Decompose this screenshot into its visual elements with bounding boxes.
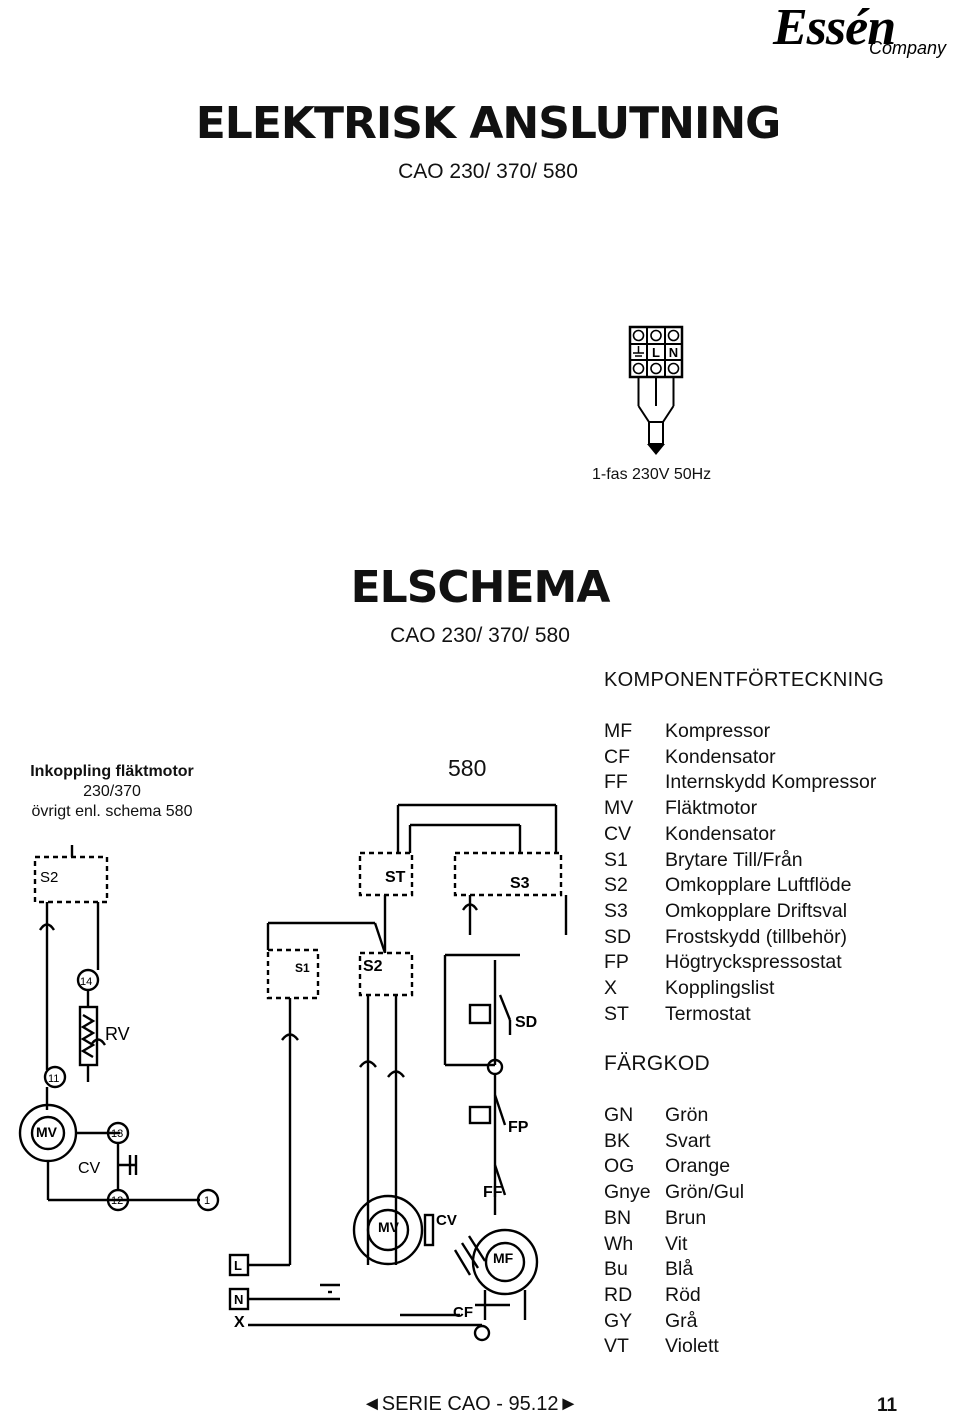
- svg-text:RV: RV: [105, 1024, 130, 1044]
- svg-text:MV: MV: [36, 1124, 58, 1140]
- company-logo: Essén Company: [773, 0, 948, 64]
- colorcode-header: FÄRGKOD: [604, 1052, 710, 1075]
- note-line-3: övrigt enl. schema 580: [31, 803, 193, 820]
- terminal-n-label: N: [669, 345, 678, 360]
- model-label: 580: [448, 755, 487, 781]
- svg-text:S2: S2: [40, 869, 58, 886]
- svg-text:L: L: [234, 1258, 242, 1273]
- logo-sub-text: Company: [868, 38, 946, 58]
- svg-text:12: 12: [111, 1195, 123, 1207]
- arrow-left-icon: ◄: [362, 1393, 382, 1415]
- schema-subtitle: CAO 230/ 370/ 580: [390, 624, 570, 647]
- svg-text:S3: S3: [510, 875, 530, 892]
- svg-text:MV: MV: [378, 1219, 400, 1235]
- note-line-2: 230/370: [83, 783, 141, 800]
- components-header: KOMPONENTFÖRTECKNING: [604, 669, 885, 691]
- page-title: ELEKTRISK ANSLUTNING: [195, 98, 782, 149]
- svg-text:13: 13: [111, 1128, 123, 1140]
- svg-text:14: 14: [80, 976, 92, 988]
- terminal-block-diagram: L N: [628, 325, 684, 455]
- svg-text:11: 11: [48, 1073, 59, 1085]
- svg-text:S1: S1: [295, 961, 310, 975]
- footer-series-text: SERIE CAO - 95.12: [381, 1393, 559, 1415]
- page-number: 11: [877, 1395, 898, 1416]
- svg-text:ST: ST: [385, 869, 406, 886]
- svg-text:SD: SD: [515, 1014, 537, 1031]
- logo-main-text: Essén: [773, 0, 896, 56]
- svg-text:CV: CV: [78, 1160, 101, 1177]
- arrow-right-icon: ►: [558, 1393, 579, 1415]
- footer-series: ◄SERIE CAO - 95.12►: [362, 1393, 578, 1416]
- svg-text:1: 1: [204, 1195, 210, 1207]
- note-line-1: Inkoppling fläktmotor: [30, 763, 194, 780]
- svg-text:FP: FP: [508, 1119, 529, 1136]
- svg-text:FF: FF: [483, 1184, 503, 1201]
- fan-motor-note: Inkoppling fläktmotor 230/370 övrigt enl…: [8, 762, 216, 822]
- main-wiring-diagram: ST S3 S1 S2 SD FP FF MV CV MF CF L N X: [228, 803, 568, 1342]
- svg-text:MF: MF: [493, 1250, 514, 1266]
- page-subtitle: CAO 230/ 370/ 580: [398, 160, 578, 183]
- svg-text:N: N: [234, 1292, 243, 1307]
- fan-motor-wiring-diagram: S2 14 RV 11 MV 13 CV 12 1: [18, 845, 220, 1212]
- schema-title: ELSCHEMA: [350, 562, 611, 613]
- svg-text:CF: CF: [453, 1304, 473, 1321]
- power-supply-caption: 1-fas 230V 50Hz: [592, 466, 712, 483]
- svg-text:X: X: [234, 1314, 245, 1331]
- svg-text:CV: CV: [436, 1212, 457, 1229]
- terminal-l-label: L: [652, 345, 660, 360]
- ground-icon: [633, 346, 644, 357]
- svg-text:S2: S2: [363, 958, 383, 975]
